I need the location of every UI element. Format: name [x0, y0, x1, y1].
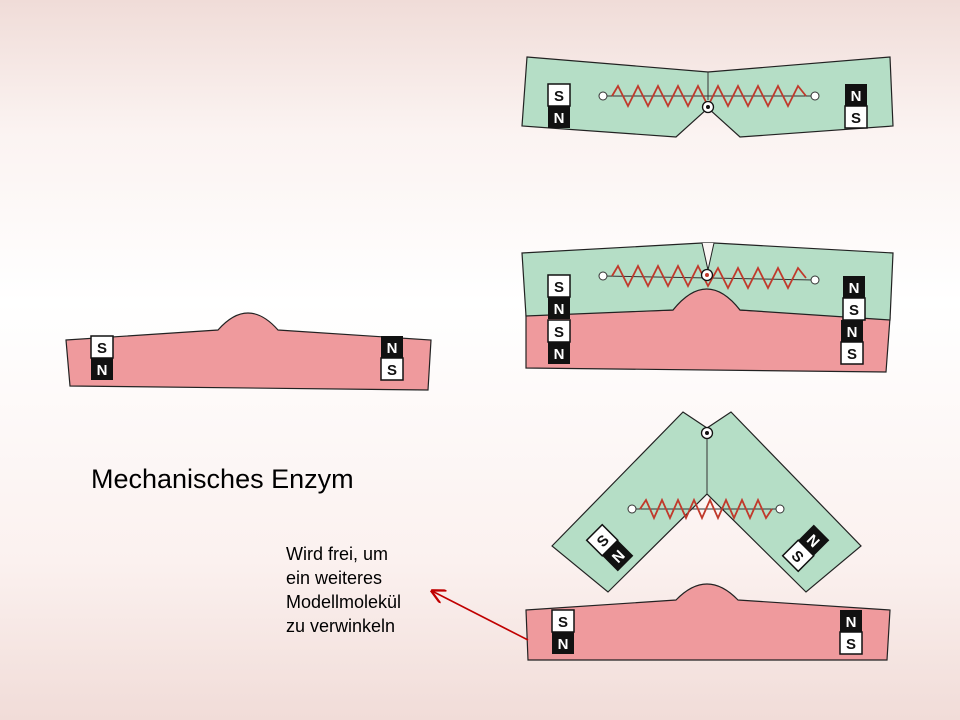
magnet-label: S [554, 324, 564, 341]
magnet-label: S [554, 279, 564, 296]
magnet-block-icon: S N [551, 609, 575, 654]
magnet-label: N [851, 88, 862, 105]
magnet-block-icon: N S [842, 276, 866, 321]
enzyme-body [65, 312, 432, 391]
magnet-label: N [554, 110, 565, 127]
magnet-block-icon: N S [839, 610, 863, 655]
magnet-block-icon: S N [585, 523, 634, 572]
magnet-label: N [554, 301, 565, 318]
magnet-label: N [387, 340, 398, 357]
enzyme-released: S N N S [525, 583, 891, 661]
note-line: Modellmolekül [286, 592, 402, 612]
magnet-block-icon: S N [90, 335, 114, 380]
hinge-pivot-icon [701, 100, 715, 114]
bent-product: S N N S [551, 411, 862, 593]
spring-zigzag-icon [639, 497, 773, 521]
magnet-block-icon: S N [547, 83, 571, 128]
substrate-molecule: S N N S [521, 56, 894, 138]
spring-zigzag-icon [611, 263, 807, 291]
magnet-label: N [849, 280, 860, 297]
diagram-title: Mechanisches Enzym [91, 464, 354, 494]
note-line: zu verwinkeln [286, 616, 396, 636]
magnet-label: S [97, 340, 107, 357]
magnet-block-icon: S N [547, 319, 571, 364]
substrate-body [521, 242, 894, 321]
enzyme-free: S N N S [65, 312, 432, 391]
magnet-label: S [847, 346, 857, 363]
enzyme-substrate-complex: S N S N N S N S [521, 242, 894, 373]
release-note: Wird frei, um ein weiteres Modellmolekül… [286, 542, 401, 638]
magnet-block-icon: N S [844, 84, 868, 129]
magnet-block-icon: N S [781, 524, 830, 573]
magnet-label: S [849, 302, 859, 319]
magnet-label: N [554, 346, 565, 363]
note-line: ein weiteres [286, 568, 383, 588]
magnet-label: N [97, 362, 108, 379]
hinge-pivot-icon [700, 268, 714, 282]
magnet-block-icon: S N [547, 274, 571, 319]
note-line: Wird frei, um [286, 544, 389, 564]
magnet-label: S [387, 362, 397, 379]
magnet-block-icon: N S [840, 320, 864, 365]
hinge-pivot-icon [700, 426, 714, 440]
enzyme-body [525, 583, 891, 661]
product-body [551, 411, 862, 593]
magnet-label: N [847, 324, 858, 341]
magnet-label: S [554, 88, 564, 105]
magnet-label: N [558, 636, 569, 653]
magnet-label: S [851, 110, 861, 127]
magnet-label: S [846, 636, 856, 653]
magnet-label: N [846, 614, 857, 631]
pointer-arrow-icon [432, 591, 529, 641]
magnet-block-icon: N S [380, 336, 404, 381]
magnet-label: S [558, 614, 568, 631]
